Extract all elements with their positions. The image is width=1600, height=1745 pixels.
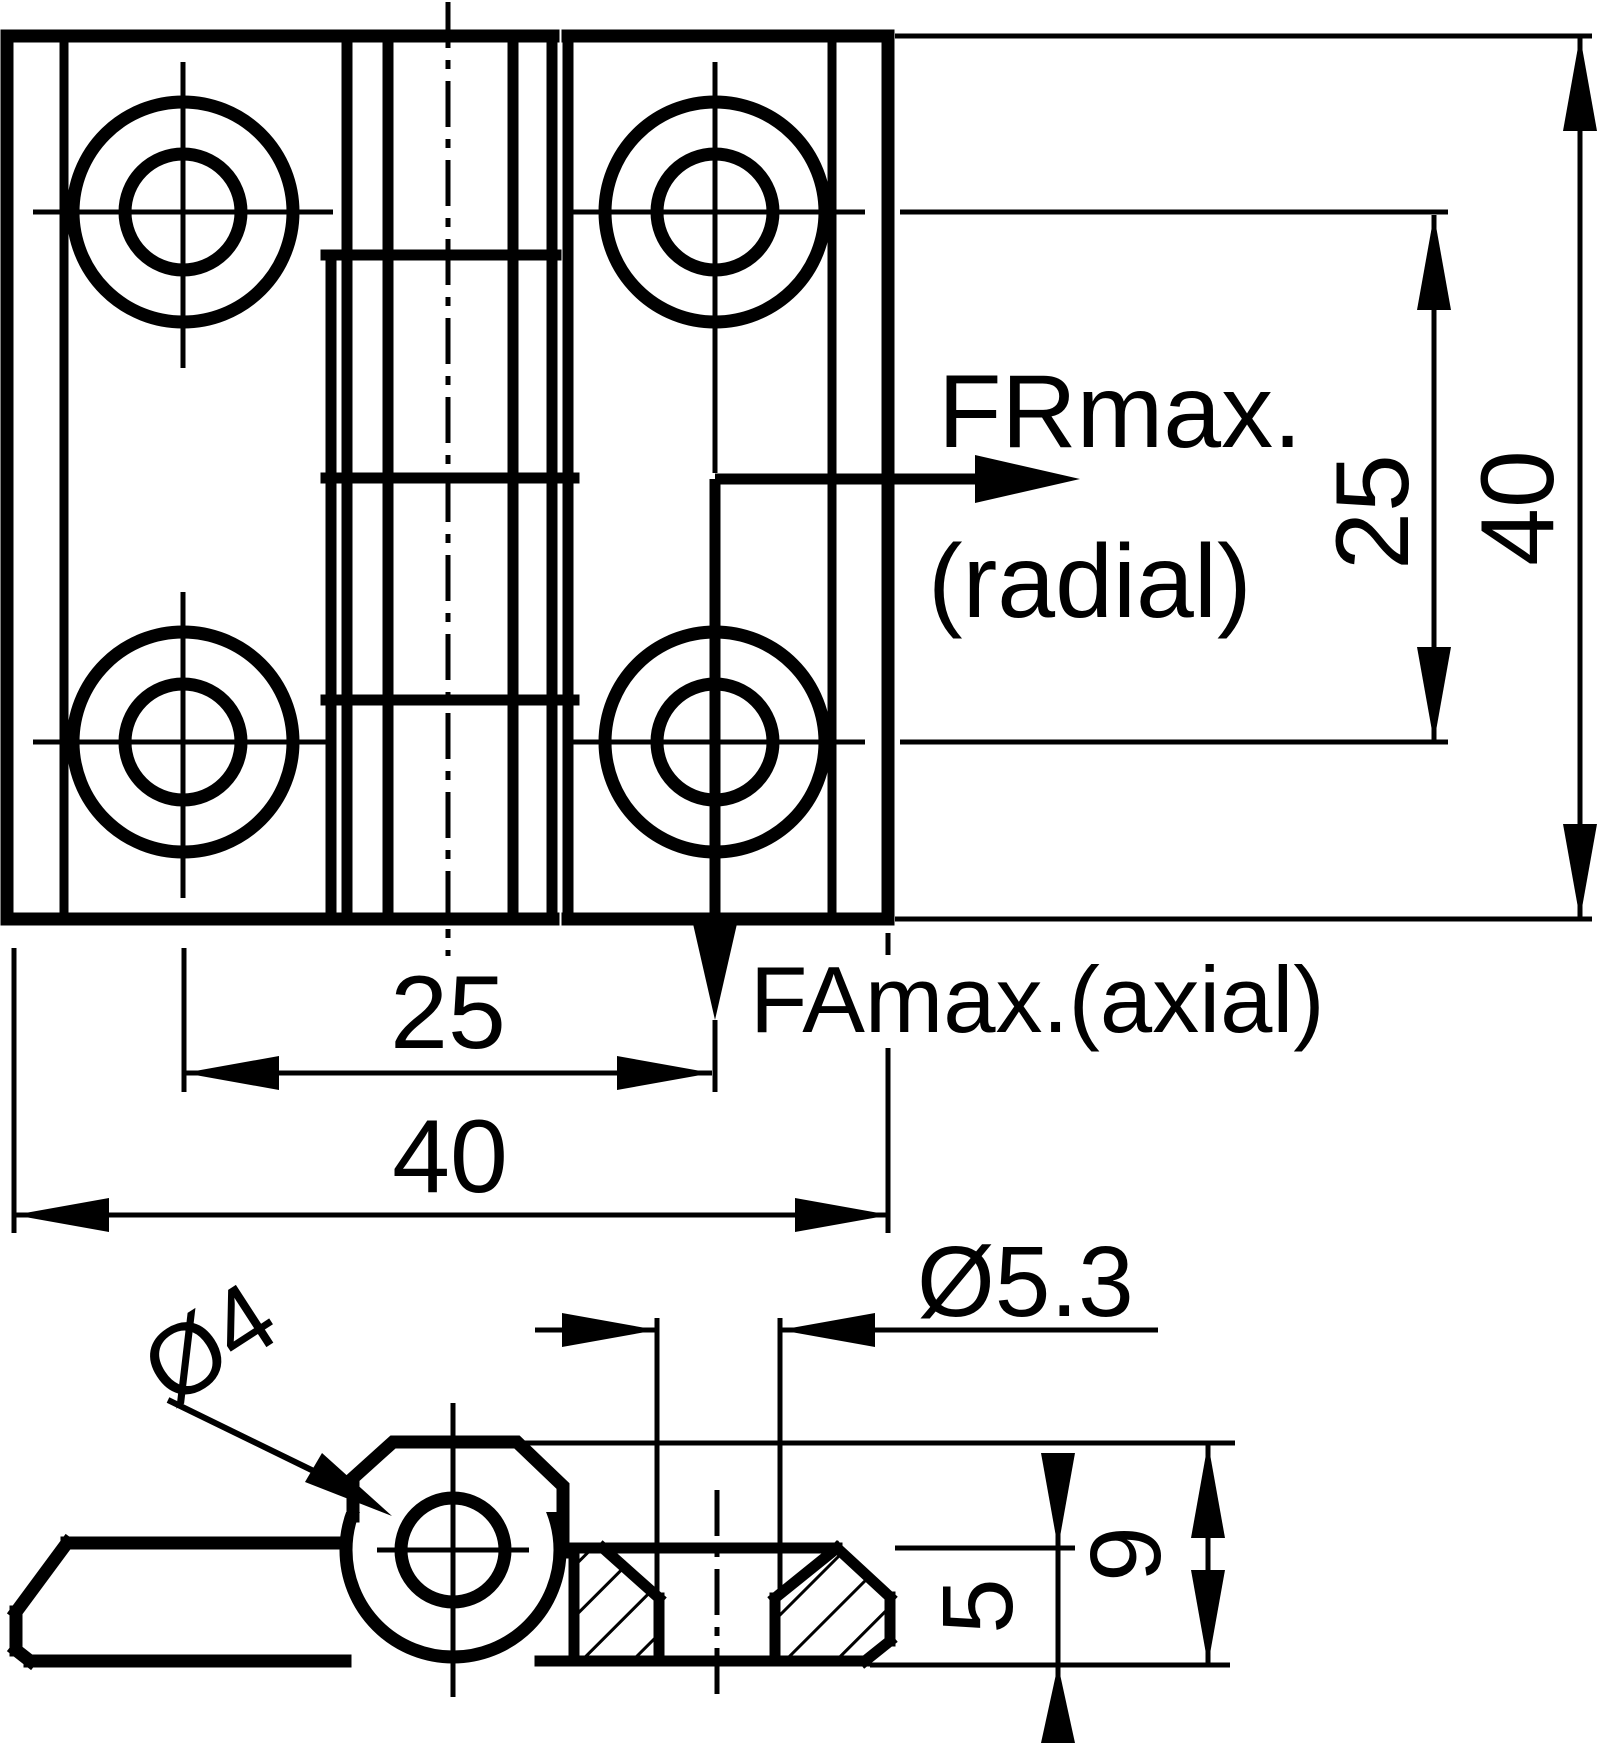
section-right-chamfer-top	[829, 1540, 898, 1605]
section-hatch-left	[574, 1548, 659, 1661]
plan-view	[0, 2, 895, 956]
dim-label-9: 9	[1070, 1526, 1182, 1582]
dim-9-arrow-top-icon	[1191, 1443, 1225, 1538]
dim-label-pin-dia: Ø4	[123, 1260, 296, 1427]
dim-5-arrow-bottom-icon	[1041, 1665, 1075, 1743]
hole-top-left	[33, 62, 333, 368]
dim-label-25-horizontal: 25	[390, 955, 506, 1071]
section-outline	[534, 1540, 898, 1669]
side-view	[6, 1388, 898, 1705]
fr-max-label: FRmax.	[938, 354, 1302, 470]
side-left-leaf	[6, 1533, 352, 1671]
hole-top-right	[565, 62, 865, 473]
fr-radial-label: (radial)	[928, 524, 1252, 640]
dim-25h-arrow-left-icon	[184, 1056, 279, 1090]
dim-label-counterbore-dia: Ø5.3	[917, 1226, 1134, 1338]
pin-dia-arrowhead-icon	[305, 1453, 392, 1516]
countersink-slope-left	[595, 1540, 667, 1606]
dim-label-5: 5	[922, 1578, 1034, 1634]
fr-arrowhead-icon	[975, 455, 1080, 503]
dim-9-arrow-bottom-icon	[1191, 1570, 1225, 1665]
dim-5-arrow-top-icon	[1041, 1453, 1075, 1548]
fa-max-label: FAmax.(axial)	[750, 947, 1325, 1052]
dim-40h-arrow-left-icon	[14, 1198, 109, 1232]
pin-dia-leader-line	[166, 1397, 332, 1482]
dim-40v-arrow-top-icon	[1563, 36, 1597, 131]
dim-53-arrow-right-icon	[780, 1313, 875, 1347]
countersink-slope-right	[767, 1540, 845, 1606]
dim-40v-arrow-bottom-icon	[1563, 824, 1597, 919]
plan-dimensions: 25 40 25 40	[11, 33, 1597, 1233]
dim-40h-arrow-right-icon	[795, 1198, 890, 1232]
dim-label-40-horizontal: 40	[392, 1099, 508, 1215]
dim-25h-arrow-right-icon	[617, 1056, 712, 1090]
fa-arrowhead-icon	[691, 915, 739, 1020]
force-annotations: FRmax. (radial) FAmax.(axial)	[691, 354, 1325, 1092]
dim-25v-arrow-bottom-icon	[1417, 647, 1451, 742]
dim-53-arrow-left-icon	[562, 1313, 657, 1347]
dim-label-25-vertical: 25	[1315, 454, 1431, 570]
dim-label-40-vertical: 40	[1460, 450, 1576, 566]
dim-25v-arrow-top-icon	[1417, 215, 1451, 310]
hole-bottom-left	[33, 592, 333, 898]
leaf-chamfer-edge	[6, 1533, 77, 1622]
